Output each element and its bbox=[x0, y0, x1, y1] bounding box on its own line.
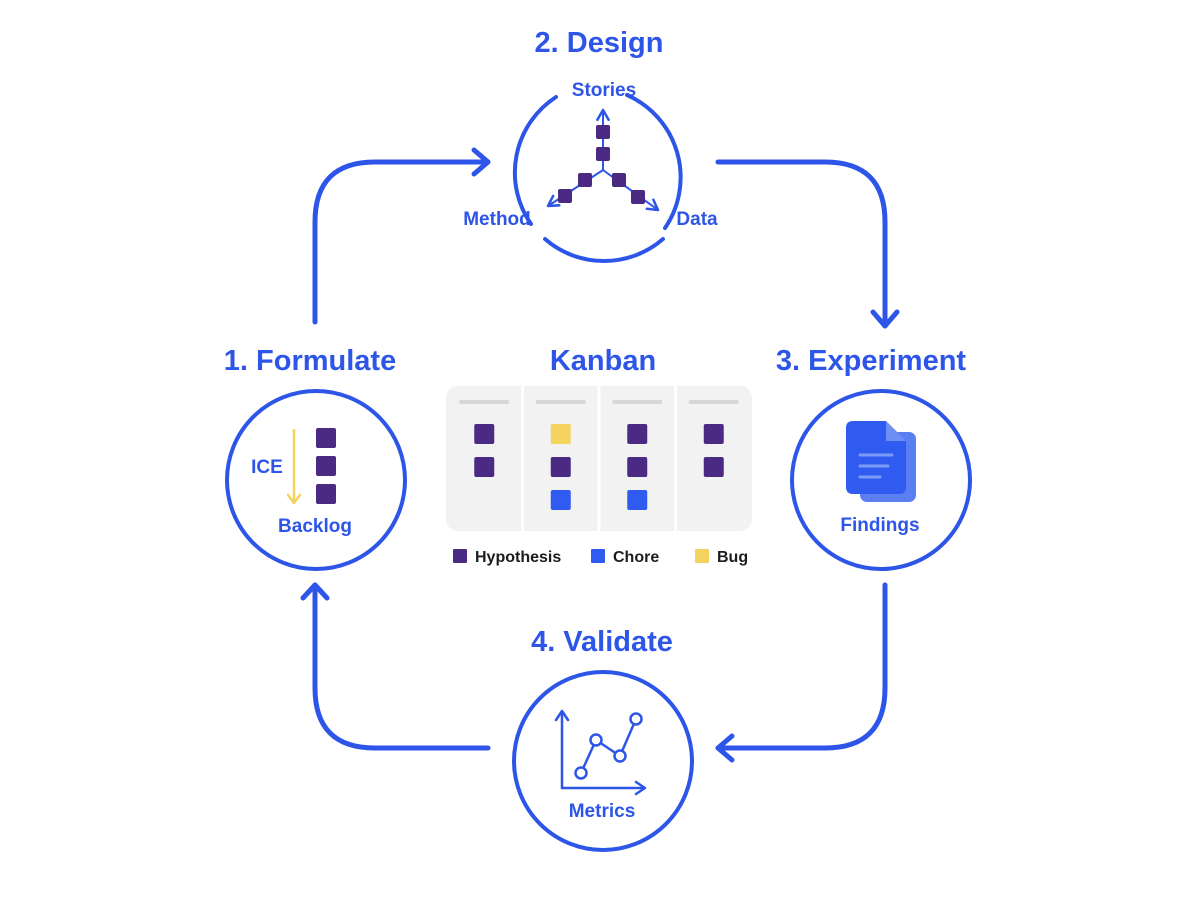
arrow-validate-to-formulate bbox=[300, 582, 491, 751]
design-circle-arcs bbox=[512, 93, 683, 263]
validate-title: 4. Validate bbox=[531, 626, 673, 658]
design-title: 2. Design bbox=[535, 27, 664, 59]
validate-circle bbox=[512, 670, 694, 852]
stories-label: Stories bbox=[572, 80, 636, 101]
legend-swatch-hypothesis bbox=[453, 549, 467, 563]
backlog-stack bbox=[316, 428, 336, 504]
line-chart-icon bbox=[554, 709, 647, 796]
kanban-card-hypothesis bbox=[627, 457, 648, 477]
kanban-card-hypothesis bbox=[703, 457, 724, 477]
legend-label-hypothesis: Hypothesis bbox=[475, 549, 561, 566]
backlog-label: Backlog bbox=[278, 516, 352, 537]
document-stack-icon bbox=[846, 421, 916, 502]
experiment-circle bbox=[790, 389, 972, 571]
legend-item-chore: Chore bbox=[591, 549, 659, 566]
ice-label: ICE bbox=[251, 457, 283, 478]
kanban-card-hypothesis bbox=[703, 424, 724, 444]
legend-label-chore: Chore bbox=[613, 549, 659, 566]
formulate-stage: 1. Formulate ICE Backlog bbox=[224, 345, 407, 571]
kanban-card-chore bbox=[550, 490, 571, 510]
kanban-title: Kanban bbox=[550, 345, 656, 377]
kanban-legend: Hypothesis Chore Bug bbox=[453, 549, 748, 566]
cycle-arrows bbox=[300, 147, 900, 763]
formulate-circle bbox=[225, 389, 407, 571]
design-stage: 2. Design Stories Method Data bbox=[463, 27, 718, 263]
kanban-column bbox=[521, 386, 586, 531]
ice-priority-arrow bbox=[286, 428, 302, 505]
kanban-board bbox=[446, 386, 752, 531]
kanban-card-chore bbox=[627, 490, 648, 510]
kanban-column bbox=[597, 386, 663, 531]
kanban-card-hypothesis bbox=[627, 424, 648, 444]
kanban-card-hypothesis bbox=[474, 457, 495, 477]
kanban-column bbox=[459, 400, 510, 477]
legend-item-bug: Bug bbox=[695, 549, 748, 566]
kanban-card-bug bbox=[550, 424, 571, 444]
findings-label: Findings bbox=[840, 515, 919, 536]
arrow-experiment-to-validate bbox=[715, 582, 888, 763]
kanban-card-hypothesis bbox=[474, 424, 495, 444]
kanban-section: Kanban Hypothesis Chore Bug bbox=[446, 345, 752, 566]
data-label: Data bbox=[676, 209, 718, 230]
legend-swatch-chore bbox=[591, 549, 605, 563]
arrow-formulate-to-design bbox=[312, 147, 491, 325]
experiment-stage: 3. Experiment Findings bbox=[776, 345, 972, 571]
experiment-title: 3. Experiment bbox=[776, 345, 967, 377]
arrow-design-to-experiment bbox=[715, 159, 900, 329]
legend-label-bug: Bug bbox=[717, 549, 748, 566]
method-label: Method bbox=[463, 209, 531, 230]
legend-item-hypothesis: Hypothesis bbox=[453, 549, 561, 566]
kanban-column bbox=[674, 386, 739, 531]
validate-stage: 4. Validate Metrics bbox=[512, 626, 694, 852]
legend-swatch-bug bbox=[695, 549, 709, 563]
metrics-label: Metrics bbox=[569, 801, 636, 822]
kanban-card-hypothesis bbox=[550, 457, 571, 477]
formulate-title: 1. Formulate bbox=[224, 345, 396, 377]
tri-axis-icon bbox=[546, 108, 660, 212]
